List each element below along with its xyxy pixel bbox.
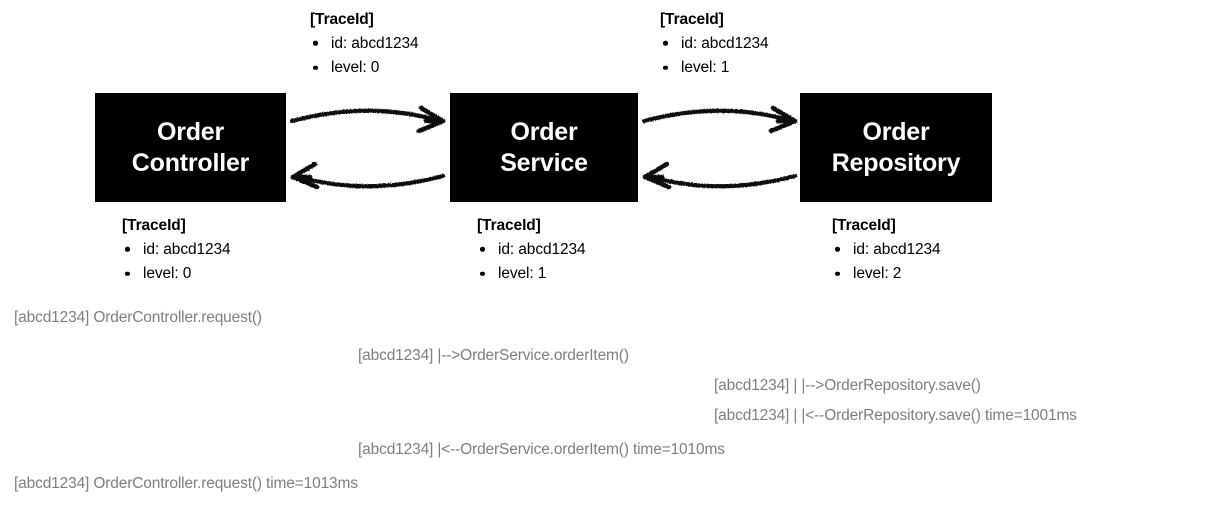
trace-items: id: abcd1234 level: 1 — [660, 34, 769, 76]
trace-item-text: id: abcd1234 — [853, 240, 941, 258]
trace-item: id: abcd1234 — [660, 34, 769, 52]
trace-item-text: level: 0 — [331, 59, 380, 76]
bullet-icon — [125, 271, 130, 276]
arrow-service-to-controller — [290, 161, 446, 190]
node-order-service[interactable]: Order Service — [450, 93, 638, 202]
node-order-service-line1: Order — [510, 118, 578, 146]
trace-title: [TraceId] — [310, 11, 374, 28]
bullet-icon — [835, 247, 840, 252]
trace-item: id: abcd1234 — [310, 34, 419, 52]
trace-below-repository: [TraceId] id: abcd1234 level: 2 — [832, 218, 941, 282]
trace-item: id: abcd1234 — [832, 240, 941, 258]
trace-item: id: abcd1234 — [122, 240, 231, 258]
trace-title: [TraceId] — [122, 217, 186, 234]
node-order-service-line2: Service — [500, 148, 588, 177]
trace-below-controller: [TraceId] id: abcd1234 level: 0 — [122, 218, 231, 282]
bullet-icon — [663, 41, 668, 46]
trace-title: [TraceId] — [477, 217, 541, 234]
bullet-icon — [663, 65, 668, 70]
trace-item: level: 2 — [832, 266, 941, 282]
trace-title: [TraceId] — [660, 11, 724, 28]
trace-item-text: level: 2 — [853, 265, 902, 282]
trace-item-text: level: 1 — [681, 59, 730, 76]
node-order-repository[interactable]: Order Repository — [800, 93, 992, 202]
log-line-controller-exit: [abcd1234] OrderController.request() tim… — [14, 475, 358, 492]
log-line-service-exit: [abcd1234] |<--OrderService.orderItem() … — [358, 441, 725, 458]
bullet-icon — [480, 247, 485, 252]
trace-item: level: 1 — [477, 266, 586, 282]
trace-items: id: abcd1234 level: 2 — [832, 240, 941, 282]
trace-below-service: [TraceId] id: abcd1234 level: 1 — [477, 218, 586, 282]
log-line-controller-enter: [abcd1234] OrderController.request() — [14, 309, 262, 326]
trace-items: id: abcd1234 level: 0 — [310, 34, 419, 76]
trace-item-text: id: abcd1234 — [681, 34, 769, 52]
trace-item-text: id: abcd1234 — [143, 240, 231, 258]
bullet-icon — [835, 271, 840, 276]
node-order-controller[interactable]: Order Controller — [95, 93, 286, 202]
trace-item: level: 0 — [122, 266, 231, 282]
node-order-controller-line1: Order — [156, 118, 225, 146]
trace-item-text: level: 1 — [498, 265, 547, 282]
trace-item-text: id: abcd1234 — [331, 34, 419, 52]
arrow-repository-to-service — [642, 161, 798, 190]
bullet-icon — [125, 247, 130, 252]
bullet-icon — [480, 271, 485, 276]
trace-above-service-repository: [TraceId] id: abcd1234 level: 1 — [660, 12, 769, 76]
trace-item-text: id: abcd1234 — [498, 240, 586, 258]
bullet-icon — [313, 65, 318, 70]
bullet-icon — [313, 41, 318, 46]
trace-items: id: abcd1234 level: 0 — [122, 240, 231, 282]
trace-item: level: 1 — [660, 60, 769, 76]
log-line-service-enter: [abcd1234] |-->OrderService.orderItem() — [358, 347, 629, 364]
node-order-controller-line2: Controller — [131, 148, 250, 177]
arrow-service-to-repository — [641, 105, 798, 134]
trace-items: id: abcd1234 level: 1 — [477, 240, 586, 282]
node-order-repository-line2: Repository — [831, 148, 961, 177]
trace-item-text: level: 0 — [143, 265, 192, 282]
trace-item: id: abcd1234 — [477, 240, 586, 258]
trace-above-controller-service: [TraceId] id: abcd1234 level: 0 — [310, 12, 419, 76]
log-line-repository-exit: [abcd1234] | |<--OrderRepository.save() … — [714, 407, 1077, 424]
trace-title: [TraceId] — [832, 217, 896, 234]
log-line-repository-enter: [abcd1234] | |-->OrderRepository.save() — [714, 377, 981, 394]
arrow-controller-to-service — [289, 105, 446, 134]
node-order-repository-line1: Order — [862, 118, 930, 146]
trace-item: level: 0 — [310, 60, 419, 76]
